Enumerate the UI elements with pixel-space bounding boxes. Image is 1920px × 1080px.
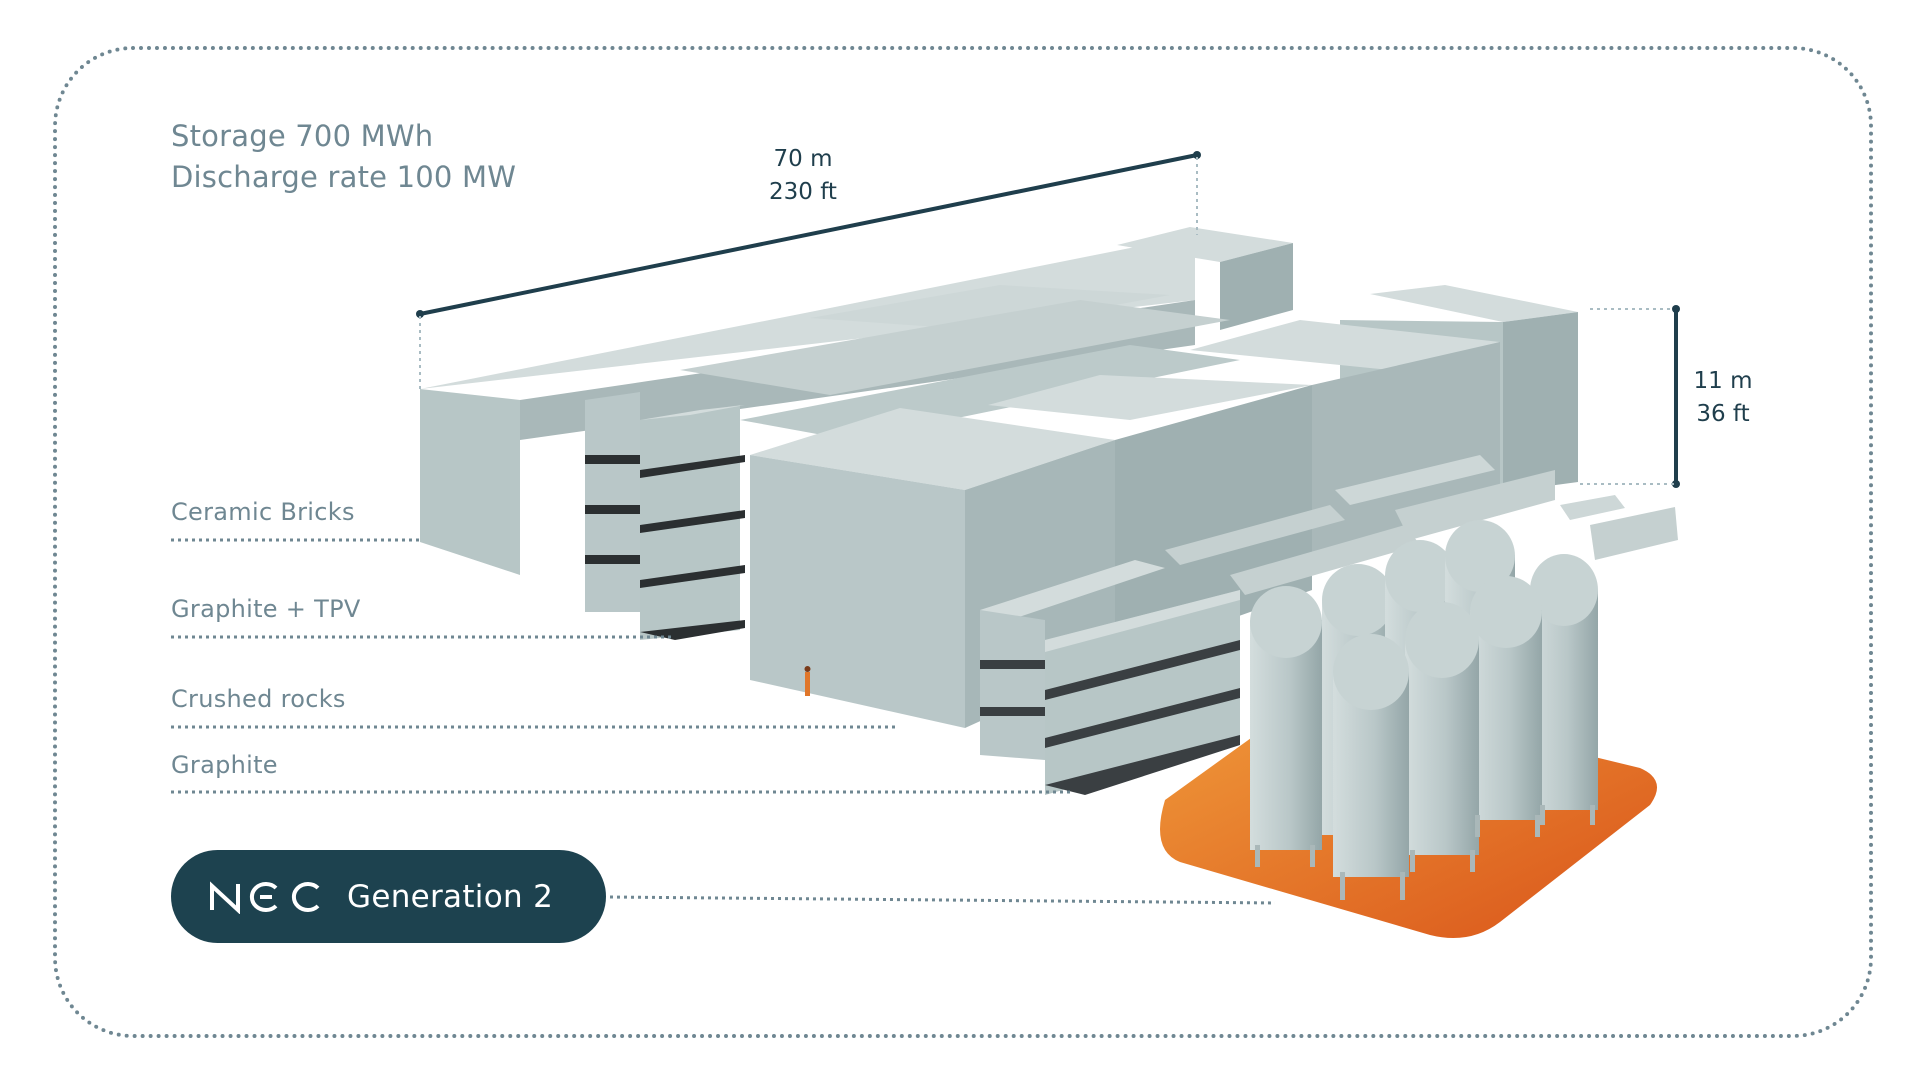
tank-cluster (1250, 520, 1598, 900)
front-bar-rows (1165, 455, 1678, 595)
tank-1 (1250, 586, 1322, 850)
material-leaders (171, 538, 1276, 905)
generation-badge: Generation 2 (171, 850, 606, 943)
tank-8 (1333, 634, 1409, 877)
tank-6 (1470, 576, 1542, 820)
length-label: 70 m 230 ft (758, 143, 848, 209)
label-ceramic-bricks: Ceramic Bricks (171, 498, 355, 526)
crushed-rocks-cube (750, 320, 1500, 728)
length-feet: 230 ft (769, 179, 837, 205)
tank-legs (1255, 805, 1595, 900)
length-dimension (416, 151, 1201, 390)
storage-capacity: Storage 700 MWh (171, 119, 434, 153)
dotted-frame (53, 46, 1873, 1038)
graphite-stack-front (980, 560, 1240, 795)
stacked-module-left (585, 392, 745, 640)
middle-bar-grid (680, 285, 1240, 440)
height-feet: 36 ft (1696, 401, 1750, 427)
person-figure (804, 666, 811, 696)
label-graphite: Graphite (171, 751, 278, 779)
leader-generation-2 (609, 895, 1276, 905)
height-label: 11 m 36 ft (1678, 365, 1768, 431)
discharge-rate: Discharge rate 100 MW (171, 160, 517, 194)
label-graphite-tpv: Graphite + TPV (171, 595, 361, 623)
label-crushed-rocks: Crushed rocks (171, 685, 346, 713)
length-meters: 70 m (773, 146, 833, 172)
spec-heading: Storage 700 MWh Discharge rate 100 MW (171, 116, 516, 198)
height-meters: 11 m (1693, 368, 1753, 394)
height-dimension (1580, 305, 1680, 488)
tank-7 (1405, 602, 1479, 855)
noc-logo (210, 880, 320, 914)
generation-text: Generation 2 (347, 878, 554, 915)
